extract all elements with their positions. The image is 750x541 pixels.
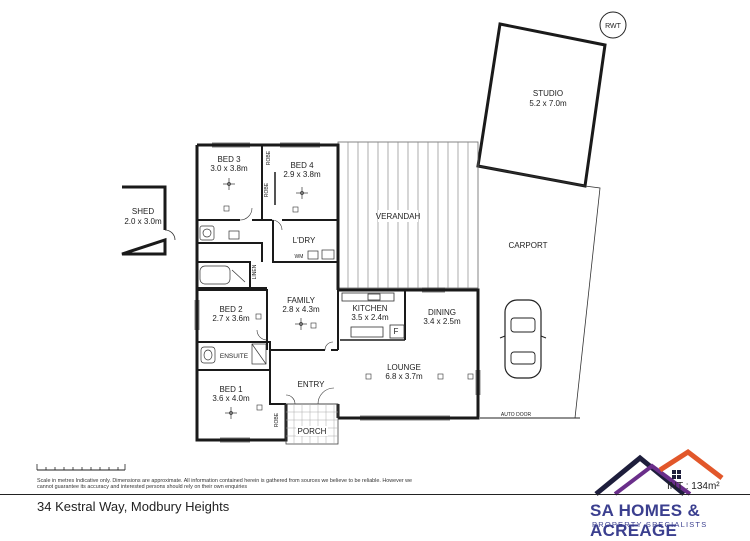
windows xyxy=(194,142,481,443)
bed3-dims: 3.0 x 3.8m xyxy=(210,164,248,173)
rwt-label: RWT xyxy=(605,23,622,30)
brand-tagline: PROPERTY SPECIALISTS xyxy=(592,520,708,529)
bathroom-fixtures xyxy=(199,225,335,365)
studio-dims: 5.2 x 7.0m xyxy=(529,99,567,108)
verandah: VERANDAH xyxy=(337,141,479,289)
entry-name: ENTRY xyxy=(298,380,326,389)
kitchen-counters xyxy=(341,292,405,339)
ceiling-fan-icons xyxy=(223,178,308,419)
footer-divider xyxy=(0,494,750,495)
bed3-name: BED 3 xyxy=(217,155,241,164)
company-logo-icon xyxy=(594,448,724,496)
shed: SHED 2.0 x 3.0m xyxy=(121,185,176,256)
wm-label: WM xyxy=(295,254,304,260)
bed2-dims: 2.7 x 3.6m xyxy=(212,314,250,323)
dining-dims: 3.4 x 2.5m xyxy=(423,317,461,326)
studio: STUDIO 5.2 x 7.0m xyxy=(476,22,607,188)
bed2-name: BED 2 xyxy=(219,305,243,314)
outlet-icons xyxy=(223,205,474,411)
bed4-name: BED 4 xyxy=(290,161,314,170)
porch: PORCH xyxy=(285,403,339,445)
internal-area-label: INT : 134m² xyxy=(667,481,720,492)
carport-name: CARPORT xyxy=(509,241,548,250)
dining-name: DINING xyxy=(428,308,456,317)
door-swings xyxy=(239,207,335,405)
family-dims: 2.8 x 4.3m xyxy=(282,305,320,314)
porch-name: PORCH xyxy=(298,427,327,436)
robe-label-bed4: ROBE xyxy=(264,182,270,197)
bed4-dims: 2.9 x 3.8m xyxy=(283,170,321,179)
kitchen-name: KITCHEN xyxy=(352,304,387,313)
robe-label-bed3: ROBE xyxy=(266,150,272,165)
shed-dims: 2.0 x 3.0m xyxy=(124,217,162,226)
carport: CARPORT AUTO DOOR xyxy=(477,165,601,419)
verandah-name: VERANDAH xyxy=(376,212,421,221)
property-address: 34 Kestral Way, Modbury Heights xyxy=(37,499,230,514)
auto-door-label: AUTO DOOR xyxy=(501,412,532,418)
lounge-dims: 6.8 x 3.7m xyxy=(385,372,423,381)
car-icon xyxy=(499,299,547,379)
shed-name: SHED xyxy=(132,207,154,216)
lounge-name: LOUNGE xyxy=(387,363,421,372)
kitchen-dims: 3.5 x 2.4m xyxy=(351,313,389,322)
family-name: FAMILY xyxy=(287,296,316,305)
disclaimer-text: Scale in metres Indicative only. Dimensi… xyxy=(37,478,413,491)
robe-label-bed1: ROBE xyxy=(274,412,280,427)
scale-bar xyxy=(36,464,126,471)
linen-label: LINEN xyxy=(252,264,258,279)
ensuite-name: ENSUITE xyxy=(220,353,249,360)
bed1-name: BED 1 xyxy=(219,385,243,394)
rwt-badge xyxy=(599,11,627,39)
studio-name: STUDIO xyxy=(533,89,563,98)
bed1-dims: 3.6 x 4.0m xyxy=(212,394,250,403)
fridge-label: F xyxy=(394,327,399,336)
floor-plan: RWT STUDIO 5.2 x 7.0m CARPORT AUTO DOOR … xyxy=(36,11,724,496)
ldry-name: L'DRY xyxy=(293,236,316,245)
